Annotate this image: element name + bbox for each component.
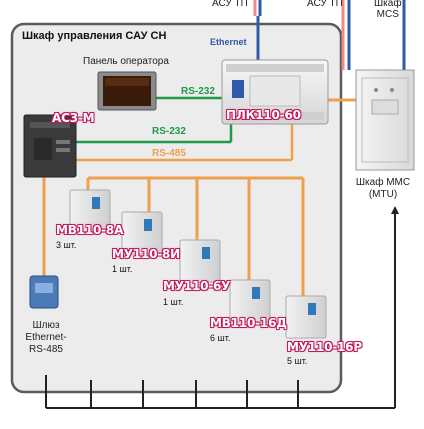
gateway-line3: RS-485 bbox=[29, 344, 63, 355]
gateway-device bbox=[29, 275, 59, 309]
plc-label: ПЛК110-60 bbox=[226, 108, 301, 122]
asu-tp-label-1: АСУ ТП bbox=[212, 0, 248, 9]
mv110-16d-label: МВ110-16Д bbox=[210, 316, 287, 330]
gateway-label: Шлюз Ethernet- RS-485 bbox=[14, 320, 78, 356]
mcs-line2: MCS bbox=[376, 9, 399, 20]
mms-line1: Шкаф ММС bbox=[355, 177, 411, 188]
mcs-cabinet-label: Шкаф MCS bbox=[374, 0, 402, 20]
gateway-line2: Ethernet- bbox=[25, 332, 67, 343]
mms-cabinet-device bbox=[355, 69, 415, 171]
cabinet-title: Шкаф управления САУ СН bbox=[22, 30, 167, 42]
mu110-8i-label: МУ110-8И bbox=[112, 247, 181, 261]
asu-tp-label-2: АСУ ТП bbox=[307, 0, 343, 9]
ethernet-link-label: Ethernet bbox=[210, 37, 247, 47]
mms-line2: (MTU) bbox=[368, 189, 398, 200]
mv110-16d-count: 6 шт. bbox=[210, 333, 231, 343]
mu110-16r-label: МУ110-16Р bbox=[287, 340, 362, 354]
module-mv110-8a bbox=[69, 189, 111, 233]
mv110-8a-count: 3 шт. bbox=[56, 240, 77, 250]
module-mu110-6u bbox=[179, 239, 221, 283]
plc-device bbox=[221, 59, 329, 125]
module-mu110-8i bbox=[121, 211, 163, 255]
operator-panel-label: Панель оператора bbox=[83, 56, 169, 67]
module-mv110-16d bbox=[229, 279, 271, 323]
rs485-link-label: RS-485 bbox=[152, 148, 186, 159]
rs232-ac3m-link-label: RS-232 bbox=[152, 126, 186, 137]
mms-cabinet-label: Шкаф ММС (MTU) bbox=[348, 177, 418, 201]
mu110-8i-count: 1 шт. bbox=[112, 264, 133, 274]
rs232-panel-link-label: RS-232 bbox=[181, 86, 215, 97]
operator-panel-device bbox=[97, 71, 157, 111]
mcs-line1: Шкаф bbox=[374, 0, 402, 9]
ac3m-device bbox=[23, 114, 77, 178]
mu110-6u-label: МУ110-6У bbox=[163, 279, 231, 293]
mu110-6u-count: 1 шт. bbox=[163, 297, 184, 307]
gateway-line1: Шлюз bbox=[32, 320, 60, 331]
mu110-16r-count: 5 шт. bbox=[287, 356, 308, 366]
mv110-8a-label: МВ110-8А bbox=[56, 223, 124, 237]
module-mu110-16r bbox=[285, 295, 327, 339]
ac3m-label: АС3-М bbox=[52, 111, 95, 125]
